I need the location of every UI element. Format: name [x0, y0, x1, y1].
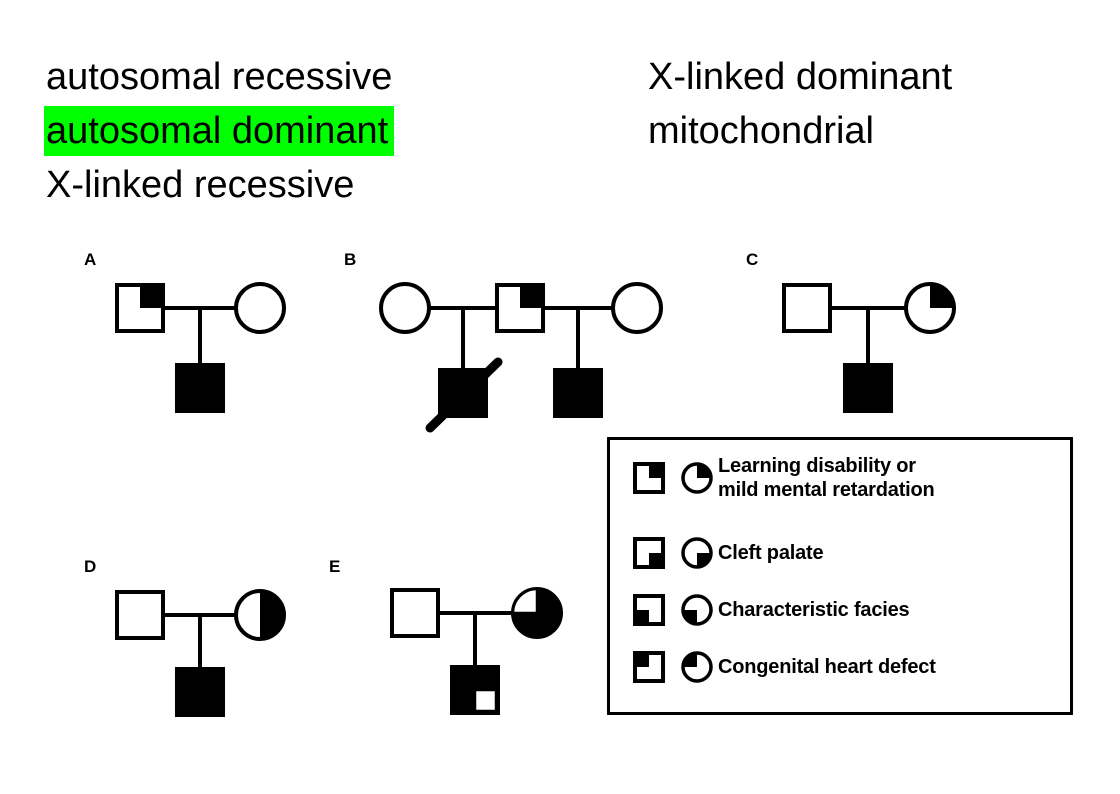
pedigree-d-diagram: [115, 589, 286, 717]
circle-upper-left-quadrant-icon: [681, 651, 713, 683]
legend-row-congenital-heart-defect: Congenital heart defect: [632, 650, 936, 684]
answer-options-left-column: autosomal recessive autosomal dominant X…: [44, 52, 395, 214]
legend-icons-learning-disability: [632, 461, 718, 495]
answer-options-right-column: X-linked dominant mitochondrial: [646, 52, 954, 160]
pedigree-a-father-symbol[interactable]: [115, 283, 165, 333]
option-x-linked-recessive[interactable]: X-linked recessive: [46, 164, 355, 206]
legend-label-characteristic-facies: Characteristic facies: [718, 599, 910, 621]
pedigree-b-child-2-symbol[interactable]: [553, 368, 603, 418]
legend-label-cleft-palate: Cleft palate: [718, 542, 824, 564]
option-x-linked-dominant[interactable]: X-linked dominant: [648, 56, 953, 98]
pedigree-label-c: C: [746, 250, 759, 269]
pedigree-b-diagram: [379, 282, 663, 433]
pedigree-b-first-mother-symbol[interactable]: [379, 282, 431, 334]
pedigree-label-e: E: [329, 557, 341, 576]
pedigree-chart-d: D: [80, 557, 330, 727]
legend-icons-cleft-palate: [632, 536, 718, 570]
legend-icons-congenital-heart-defect: [632, 650, 718, 684]
circle-upper-right-quadrant-icon: [681, 462, 713, 494]
pedigree-c-child-symbol[interactable]: [843, 363, 893, 413]
pedigree-e-child-symbol[interactable]: [450, 665, 500, 715]
pedigree-d-father-symbol[interactable]: [115, 590, 165, 640]
pedigree-label-a: A: [84, 250, 97, 269]
square-upper-right-quadrant-icon: [633, 462, 665, 494]
option-autosomal-dominant-selected[interactable]: autosomal dominant: [44, 106, 395, 156]
pedigree-c-father-symbol[interactable]: [782, 283, 832, 333]
legend-icons-characteristic-facies: [632, 593, 718, 627]
pedigree-c-diagram: [782, 282, 956, 413]
circle-lower-right-quadrant-icon: [681, 537, 713, 569]
pedigree-d-child-symbol[interactable]: [175, 667, 225, 717]
pedigree-a-diagram: [115, 282, 286, 413]
legend-row-learning-disability: Learning disability or mild mental retar…: [632, 454, 935, 502]
circle-lower-left-quadrant-icon: [681, 594, 713, 626]
pedigree-c-mother-symbol[interactable]: [904, 282, 956, 334]
pedigree-b-second-mother-symbol[interactable]: [611, 282, 663, 334]
option-mitochondrial[interactable]: mitochondrial: [648, 110, 874, 152]
square-lower-right-quadrant-icon: [633, 537, 665, 569]
option-autosomal-recessive[interactable]: autosomal recessive: [46, 56, 393, 98]
legend-label-learning-disability: Learning disability or mild mental retar…: [718, 455, 935, 501]
pedigree-a-mother-symbol[interactable]: [234, 282, 286, 334]
pedigree-label-d: D: [84, 557, 97, 576]
legend-row-cleft-palate: Cleft palate: [632, 536, 824, 570]
pedigree-b-child-1-symbol[interactable]: [425, 357, 503, 433]
pedigree-e-diagram: [390, 587, 563, 715]
pedigree-e-mother-symbol[interactable]: [511, 587, 563, 639]
square-lower-left-quadrant-icon: [633, 594, 665, 626]
pedigree-chart-e: E: [325, 557, 605, 727]
pedigree-b-child-1-deceased-slash: [425, 357, 503, 433]
pedigree-a-child-symbol[interactable]: [175, 363, 225, 413]
pedigree-chart-b: B: [340, 250, 670, 433]
pedigree-chart-c: C: [742, 250, 1002, 420]
legend-label-congenital-heart-defect: Congenital heart defect: [718, 656, 936, 678]
pedigree-d-mother-symbol[interactable]: [234, 589, 286, 641]
pedigree-e-father-symbol[interactable]: [390, 588, 440, 638]
pedigree-chart-a: A: [80, 250, 330, 420]
legend-row-characteristic-facies: Characteristic facies: [632, 593, 910, 627]
square-upper-left-quadrant-icon: [633, 651, 665, 683]
pedigree-b-father-symbol[interactable]: [495, 283, 545, 333]
pedigree-label-b: B: [344, 250, 357, 269]
symbol-legend-box: Learning disability or mild mental retar…: [607, 437, 1073, 715]
